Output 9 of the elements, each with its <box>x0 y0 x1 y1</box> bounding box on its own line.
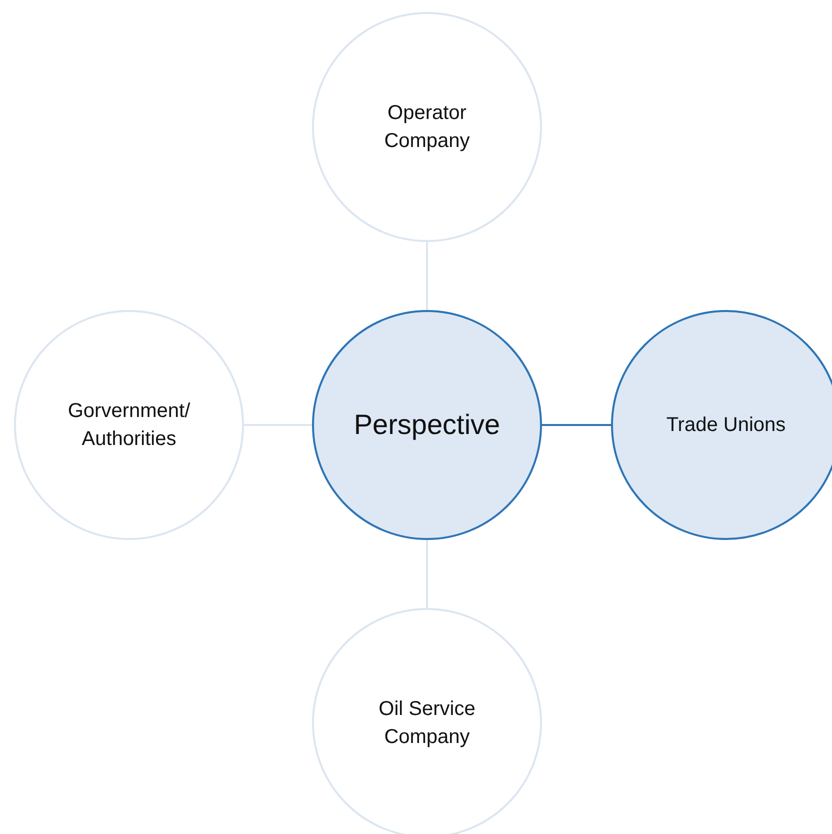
node-label: Oil Service Company <box>378 697 476 750</box>
node-label: Perspective <box>354 411 500 439</box>
node-label: Gorvernment/ Authorities <box>66 399 192 452</box>
connector-line <box>244 424 312 426</box>
node-label: Trade Unions <box>666 413 786 438</box>
connector-line <box>542 424 611 426</box>
node-label: Operator Company <box>383 101 471 154</box>
connector-line <box>426 540 428 608</box>
connector-line <box>426 242 428 310</box>
